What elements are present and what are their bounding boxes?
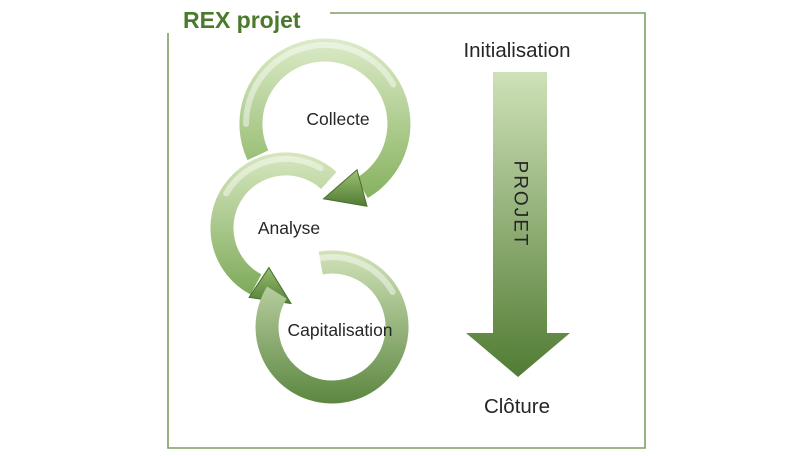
capitalisation-ring (255, 250, 409, 404)
flow-arrowhead-1-icon (322, 168, 368, 207)
cloture-label: Clôture (484, 395, 550, 418)
project-down-arrow-icon (466, 72, 570, 377)
page-title: REX projet (183, 7, 301, 33)
collecte-label: Collecte (306, 109, 369, 129)
analyse-label: Analyse (258, 218, 320, 238)
cycle-step-analyse: Analyse (210, 152, 337, 305)
capitalisation-label: Capitalisation (287, 320, 392, 340)
initialisation-label: Initialisation (463, 39, 570, 62)
analyse-ring (210, 152, 337, 295)
capitalisation-ring-gloss (316, 254, 396, 295)
analyse-ring-gloss (223, 155, 324, 197)
cycle-step-collecte: Collecte (239, 38, 411, 207)
collecte-ring-gloss (243, 42, 397, 127)
project-arrow-label: PROJET (510, 161, 531, 248)
collecte-ring (239, 38, 411, 198)
frame-border (167, 12, 646, 449)
cycle-step-capitalisation: Capitalisation (255, 250, 409, 404)
